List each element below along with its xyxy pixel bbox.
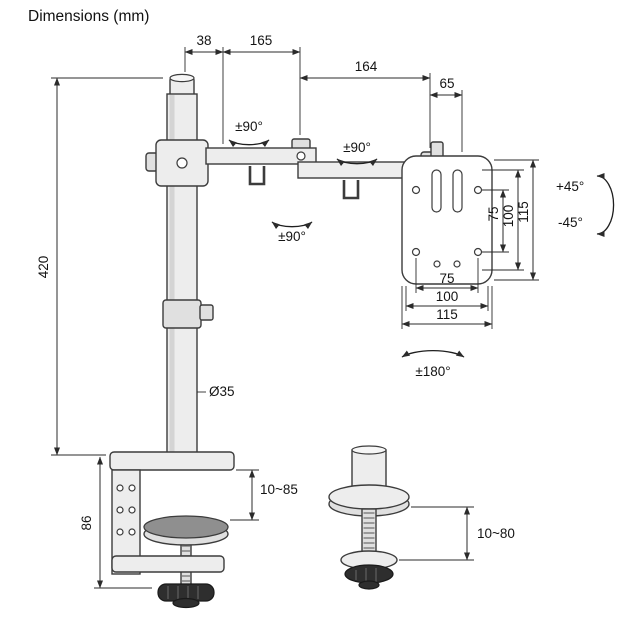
dim-label-86: 86 [79, 515, 94, 530]
dim-label-165: 165 [250, 33, 273, 48]
cable-clip-1 [248, 166, 266, 186]
desk-clamp [109, 451, 235, 609]
rotation-annotations: ±90° ±90° ±90° +45° -45° ±180° [228, 119, 615, 379]
dim-label-vesa-v75: 75 [486, 206, 501, 221]
pole [162, 73, 214, 457]
rotation-label-forearm: ±90° [278, 229, 306, 244]
dim-label-vesa-h100: 100 [436, 289, 459, 304]
top-dimension-annotations: 38 165 164 65 [184, 33, 463, 152]
rotation-label-pole: ±90° [235, 119, 263, 134]
dim-label-vesa-h115: 115 [436, 307, 458, 322]
dim-label-vesa-v100: 100 [501, 205, 516, 228]
dim-label-diameter: Ø35 [209, 384, 235, 399]
pole-collar [162, 299, 202, 329]
vesa-horizontal-dimensions: 75 100 115 [401, 258, 493, 329]
clamp-pad [143, 515, 229, 539]
arm-assembly [145, 138, 444, 200]
dim-label-38: 38 [196, 33, 211, 48]
dim-label-420: 420 [36, 256, 51, 279]
grommet-knob [344, 564, 394, 584]
dim-label-65: 65 [439, 76, 454, 91]
rotation-arrow-elbow [336, 158, 378, 167]
dim-label-vesa-h75: 75 [439, 271, 454, 286]
rotation-arrow-forearm [271, 221, 313, 230]
clamp-lower-jaw [111, 555, 225, 573]
clamp-top-plate [109, 451, 235, 471]
tilt-arrow [596, 172, 615, 238]
grommet-mount [328, 445, 410, 590]
cable-clip-2 [342, 180, 360, 200]
vesa-vertical-dimensions: 75 100 115 [482, 159, 539, 281]
tilt-label-up: +45° [556, 179, 584, 194]
rotation-label-vesa: ±180° [415, 364, 450, 379]
vesa-plate [401, 155, 493, 285]
grommet-range-annotation: 10~80 [399, 506, 515, 561]
vesa-slot-left [431, 169, 442, 213]
pole-collar-clip [199, 304, 214, 321]
dim-label-grommet-range: 10~80 [477, 526, 515, 541]
tilt-label-down: -45° [558, 215, 583, 230]
dim-label-clamp-range: 10~85 [260, 482, 298, 497]
grommet-base-plate [328, 484, 410, 510]
left-dimension-annotations: 420 86 [36, 77, 163, 589]
pole-diameter-annotation: Ø35 [197, 384, 235, 399]
rotation-label-elbow: ±90° [343, 140, 371, 155]
dim-label-164: 164 [355, 59, 378, 74]
vesa-slot-right [452, 169, 463, 213]
rotation-arrow-pole [228, 139, 270, 148]
arm-segment-1 [205, 147, 317, 165]
page-title: Dimensions (mm) [28, 8, 150, 25]
clamp-range-annotation: 10~85 [230, 469, 298, 521]
dim-label-vesa-v115: 115 [516, 201, 531, 223]
rotation-arrow-vesa [401, 349, 465, 358]
